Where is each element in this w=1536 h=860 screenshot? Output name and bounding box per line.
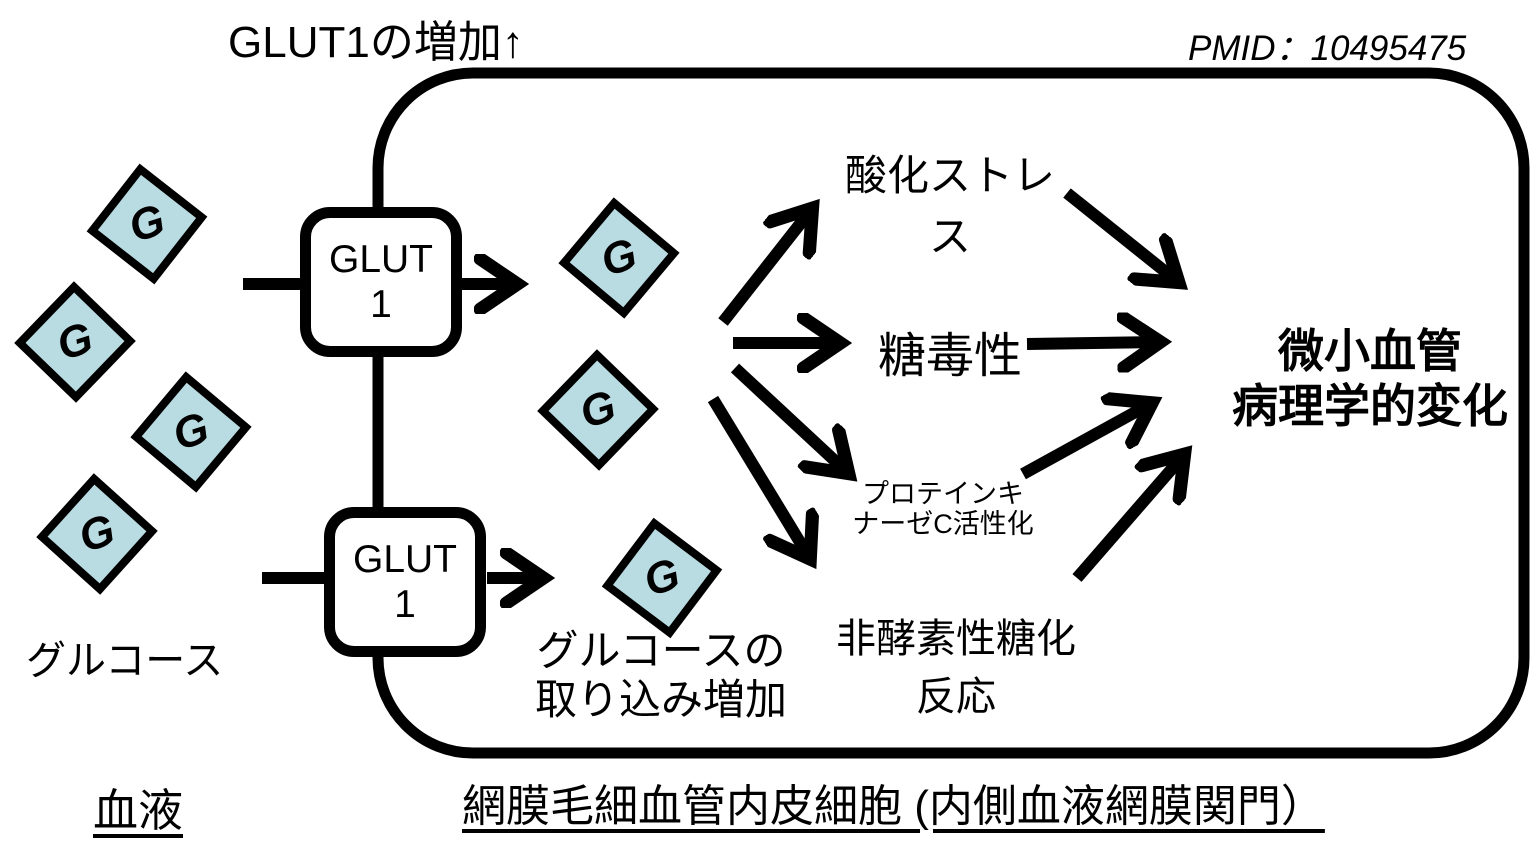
arrow-oxidative-to-outcome bbox=[1063, 188, 1177, 281]
arrow-to-glycation bbox=[707, 395, 809, 557]
arrow-glycation-to-outcome bbox=[1072, 456, 1183, 582]
glut1-transporter-upper: GLUT 1 bbox=[300, 207, 462, 357]
node-microvascular-changes: 微小血管 病理学的変化 bbox=[1228, 324, 1512, 434]
arrow-toxicity-to-outcome bbox=[1026, 342, 1158, 344]
glut1-transporter-lower: GLUT 1 bbox=[324, 507, 486, 657]
glucose-symbol: G bbox=[122, 194, 171, 253]
glucose-symbol: G bbox=[166, 402, 215, 461]
glucose-symbol: G bbox=[50, 312, 99, 371]
glut1-label-line1: GLUT bbox=[352, 538, 457, 581]
glucose-symbol: G bbox=[594, 228, 643, 287]
glucose-symbol: G bbox=[72, 504, 121, 563]
glut1-label-line2: 1 bbox=[394, 583, 416, 626]
node-glucose-toxicity: 糖毒性 bbox=[877, 330, 1022, 383]
glucose-label: グルコース bbox=[26, 639, 224, 683]
glucose-uptake-caption: グルコースの 取り込み増加 bbox=[520, 626, 802, 724]
uptake-line1: グルコースの bbox=[536, 627, 786, 674]
blood-region-label: 血液 bbox=[93, 785, 184, 836]
pkc-line2: ナーゼC活性化 bbox=[852, 509, 1034, 539]
uptake-line2: 取り込み増加 bbox=[534, 676, 787, 723]
cell-region-label: 網膜毛細血管内皮細胞 (内側血液網膜関門） bbox=[462, 782, 1325, 831]
glut1-label-line2: 1 bbox=[370, 283, 392, 326]
glut1-increase-title: GLUT1の増加↑ bbox=[228, 18, 524, 67]
glut1-label-line1: GLUT bbox=[328, 238, 433, 281]
glucose-symbol: G bbox=[573, 380, 622, 439]
arrow-to-pkc bbox=[730, 363, 847, 472]
node-protein-kinase-c: プロテインキ ナーゼC活性化 bbox=[848, 479, 1038, 539]
pmid-reference: PMID：10495475 bbox=[1188, 29, 1467, 68]
arrow-pkc-to-outcome bbox=[1020, 404, 1150, 480]
node-glycation: 非酵素性糖化反応 bbox=[836, 617, 1076, 719]
pkc-line1: プロテインキ bbox=[862, 479, 1024, 509]
outcome-line1: 微小血管 bbox=[1278, 325, 1462, 377]
node-oxidative-stress: 酸化ストレス bbox=[844, 152, 1055, 260]
arrow-to-oxidative-stress bbox=[718, 210, 811, 326]
glucose-symbol: G bbox=[637, 548, 686, 607]
outcome-line2: 病理学的変化 bbox=[1232, 380, 1508, 432]
